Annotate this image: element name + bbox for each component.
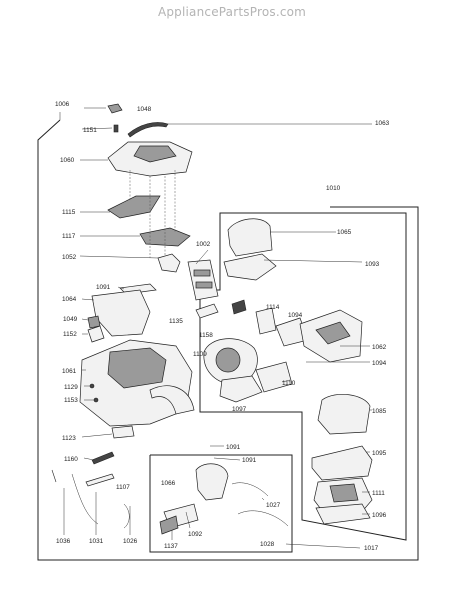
label-1111: 1111	[372, 490, 385, 497]
watermark: AppliancePartsPros.com	[157, 5, 307, 19]
label-1060: 1060	[60, 157, 75, 164]
part-1160-tube	[91, 451, 115, 465]
label-1093: 1093	[365, 261, 380, 268]
label-1085: 1085	[372, 408, 387, 415]
part-1114-clip	[255, 307, 277, 335]
label-1031: 1031	[89, 538, 104, 545]
label-1048: 1048	[137, 106, 152, 113]
filter-holder-1002	[187, 259, 219, 319]
label-1160: 1160	[64, 456, 78, 463]
part-1135-cylinder	[195, 303, 219, 319]
label-1006: 1006	[55, 101, 70, 108]
label-1110: 1110	[282, 380, 296, 387]
label-1091-b: 1091	[226, 444, 241, 451]
part-1096-seal	[315, 503, 371, 525]
part-1093-gasket	[223, 253, 277, 281]
label-1010: 1010	[326, 185, 341, 192]
label-1027: 1027	[266, 502, 281, 509]
part-1063-hose-strip	[127, 122, 169, 138]
label-1002: 1002	[196, 241, 211, 248]
label-1063: 1063	[375, 120, 390, 127]
label-1026: 1026	[123, 538, 138, 545]
label-1092: 1092	[188, 531, 203, 538]
label-1151: 1151	[83, 127, 97, 134]
dust-bin-assembly	[223, 218, 373, 525]
part-1065-cyclone	[227, 218, 273, 257]
motor-assembly	[203, 299, 363, 403]
label-1052: 1052	[62, 254, 77, 261]
label-1129: 1129	[64, 384, 78, 391]
assembly-border-1017	[149, 454, 293, 553]
part-1107-wand	[85, 473, 115, 487]
leader-lines	[63, 107, 372, 549]
label-1062: 1062	[372, 344, 387, 351]
assembly-border-1006	[37, 119, 419, 561]
label-1066: 1066	[161, 480, 176, 487]
label-1095: 1095	[372, 450, 387, 457]
label-1065: 1065	[337, 229, 352, 236]
label-1094-a: 1094	[288, 312, 303, 319]
part-1049-button	[87, 315, 101, 329]
label-1117: 1117	[62, 233, 76, 240]
label-1064: 1064	[62, 296, 77, 303]
label-1091-a: 1091	[96, 284, 111, 291]
part-1066-elbow	[195, 463, 229, 501]
part-1028-cable	[237, 510, 289, 527]
part-1097-housing	[219, 375, 263, 403]
part-1026-hook	[123, 503, 130, 529]
part-1129-screw	[89, 383, 95, 389]
part-1151-screw	[113, 124, 119, 133]
hose-assembly	[51, 451, 289, 535]
part-1110-cover	[255, 361, 293, 393]
label-1137: 1137	[164, 543, 178, 550]
label-1091-c: 1091	[242, 457, 257, 464]
label-1107: 1107	[116, 484, 130, 491]
part-1036-pin	[51, 469, 57, 483]
label-1017: 1017	[364, 545, 379, 552]
label-1094-b: 1094	[372, 360, 387, 367]
part-1095-bin-lid	[311, 445, 373, 481]
lower-body	[79, 283, 195, 439]
part-1137-grip	[159, 515, 179, 535]
handle-assembly	[107, 103, 193, 273]
part-1153-screw	[93, 397, 99, 403]
label-1115: 1115	[62, 209, 76, 216]
part-1158-spring	[231, 299, 247, 315]
label-1061: 1061	[62, 368, 77, 375]
part-1027-cable	[231, 482, 269, 497]
part-1152-pedal	[87, 325, 105, 343]
part-1115-bracket	[107, 195, 161, 219]
label-1097: 1097	[232, 406, 247, 413]
part-1031-cord	[71, 473, 99, 525]
label-1096: 1096	[372, 512, 387, 519]
label-1036: 1036	[56, 538, 71, 545]
part-1048-latch	[107, 103, 123, 114]
label-1153: 1153	[64, 397, 78, 404]
part-1085-filter	[317, 393, 371, 435]
label-1135: 1135	[169, 318, 183, 325]
label-1114: 1114	[266, 304, 280, 311]
part-1123-tab	[111, 425, 135, 439]
label-1049: 1049	[63, 316, 78, 323]
part-1052-clip	[157, 253, 181, 273]
part-labels: 1006 1048 1151 1063 1060 1010 1115 1065 …	[55, 101, 390, 552]
label-1158: 1158	[199, 332, 213, 339]
label-1152: 1152	[63, 331, 77, 338]
label-1123: 1123	[62, 435, 76, 442]
label-1028: 1028	[260, 541, 275, 548]
label-1109: 1109	[193, 351, 207, 358]
